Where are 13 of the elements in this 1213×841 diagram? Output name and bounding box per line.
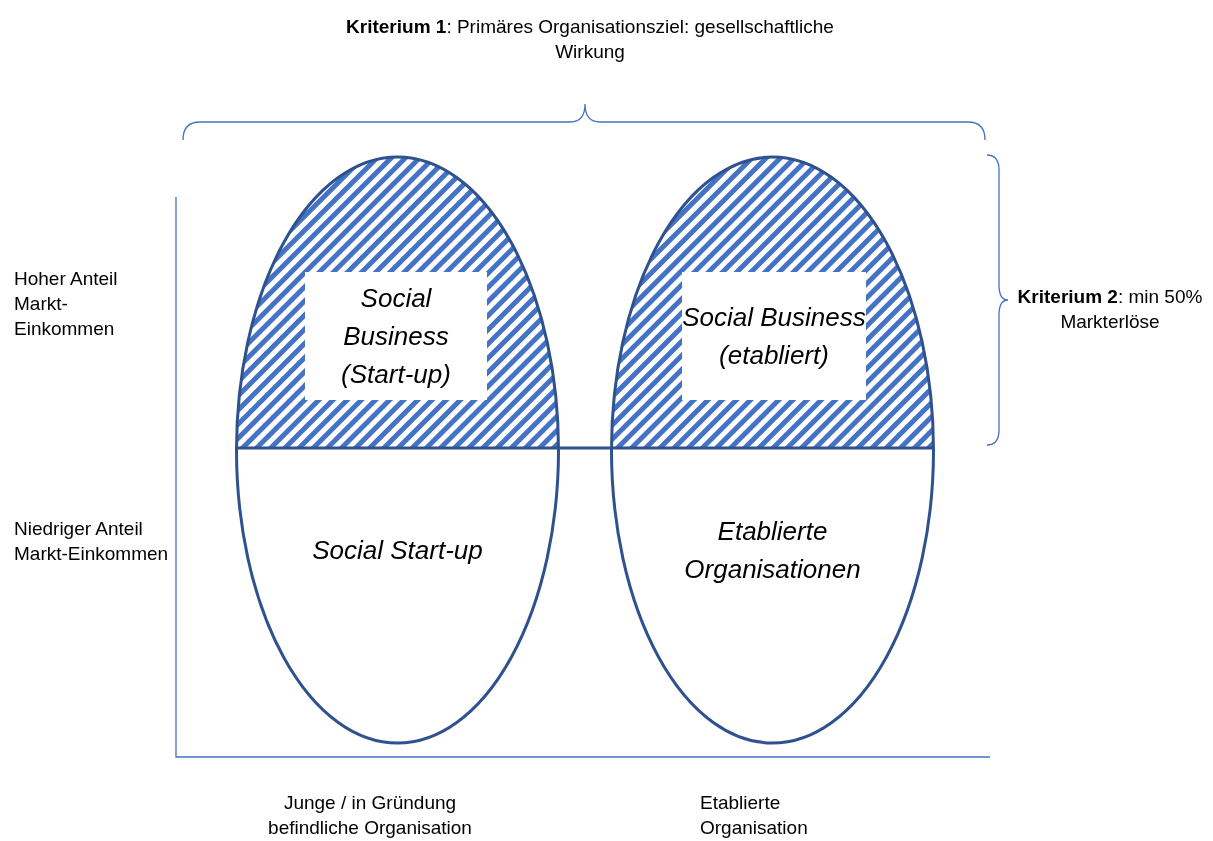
text-panel: Social Business (Start-up) (305, 272, 487, 400)
axis-label: Kriterium 2: min 50% Markterlöse (1016, 285, 1204, 334)
split-ellipse (235, 155, 560, 745)
axis-label: Niedriger Anteil Markt-Einkommen (14, 517, 170, 566)
axis-label: Kriterium 1: Primäres Organisationsziel: gesellschaftliche Wirkung (345, 15, 835, 64)
axis-label: Hoher Anteil Markt-Einkommen (14, 267, 119, 341)
axis-label: Junge / in Gründung befindliche Organisation (267, 791, 473, 840)
text-panel: Social Business (etabliert) (682, 272, 866, 400)
connector-line (559, 446, 611, 450)
split-ellipse (610, 155, 935, 745)
ellipse-label: Etablierte Organisationen (650, 510, 895, 590)
axis-label: Etablierte Organisation (700, 791, 809, 840)
ellipse-label: Social Start-up (295, 510, 500, 590)
